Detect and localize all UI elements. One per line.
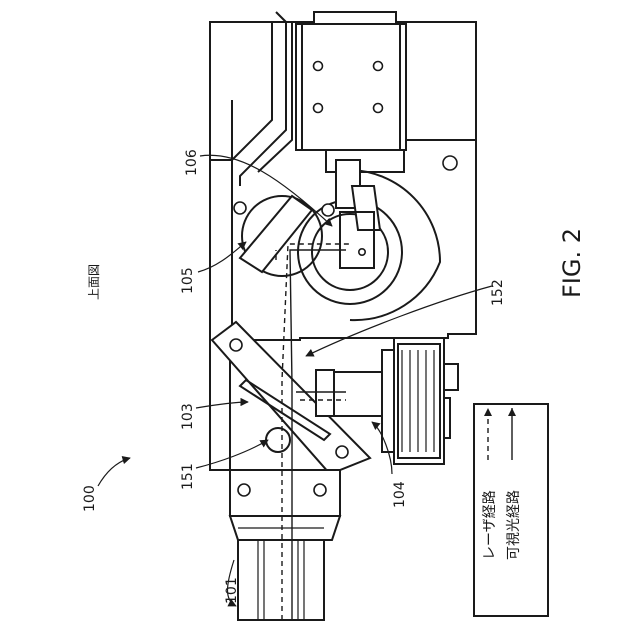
label-101: 101 (224, 577, 240, 604)
label-152: 152 (490, 279, 506, 306)
top-stage-block (296, 12, 476, 172)
guide-rails (232, 12, 292, 186)
label-100: 100 (82, 485, 98, 512)
fiber-connector-101 (230, 470, 340, 620)
label-104: 104 (392, 481, 408, 508)
label-151: 151 (180, 463, 196, 490)
view-label: 上面図 (87, 264, 101, 300)
legend: レーザ経路 可視光経路 (474, 404, 548, 616)
legend-visible-label: 可視光経路 (506, 490, 522, 560)
legend-laser-label: レーザ経路 (482, 490, 498, 560)
label-106: 106 (184, 149, 200, 176)
label-105: 105 (180, 267, 196, 294)
figure-title: FIG. 2 (558, 228, 586, 298)
label-103: 103 (180, 403, 196, 430)
